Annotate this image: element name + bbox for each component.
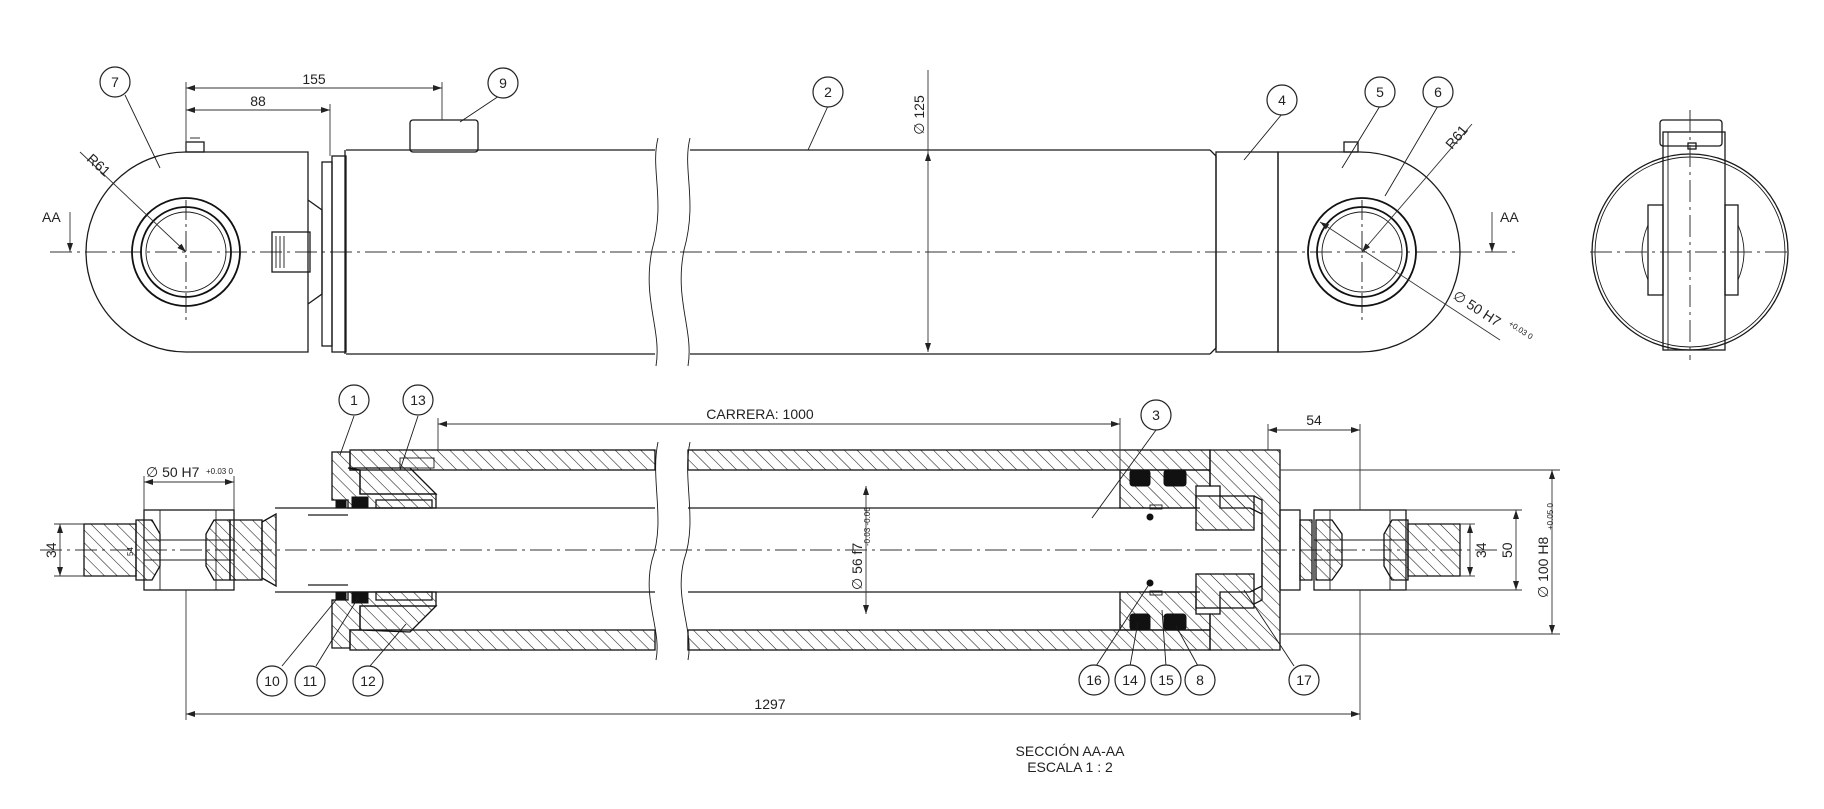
balloon-16: 16 — [1078, 664, 1110, 696]
dim-carrera: CARRERA: 1000 — [706, 406, 814, 422]
svg-text:5: 5 — [1376, 84, 1384, 100]
section-scale: ESCALA 1 : 2 — [1027, 759, 1113, 775]
dim-d100h8: ∅ 100 H8 — [1535, 537, 1551, 598]
right-clevis-outline — [1277, 151, 1461, 353]
svg-text:7: 7 — [111, 74, 119, 90]
svg-text:14: 14 — [1122, 672, 1138, 688]
balloon-8: 8 — [1184, 664, 1216, 696]
balloon-4: 4 — [1266, 84, 1298, 116]
section-title: SECCIÓN AA-AA — [1016, 743, 1126, 759]
balloon-14: 14 — [1114, 664, 1146, 696]
svg-text:10: 10 — [264, 673, 280, 689]
tube-wall-top — [349, 449, 656, 471]
top-view: 155 88 ∅ 125 R61 R61 ∅ 50 H7 +0.03 0 AA … — [42, 70, 1535, 367]
dim-d100h8-tol: +0.05 0 — [1546, 503, 1555, 530]
dim-88: 88 — [250, 93, 266, 109]
dim-d50h7-top-tol: +0.03 0 — [1507, 319, 1535, 342]
svg-text:2: 2 — [824, 84, 832, 100]
dim-34-right: 34 — [1473, 542, 1489, 558]
balloon-7: 7 — [99, 66, 131, 98]
dim-34-left: 34 — [43, 542, 59, 558]
balloons: 7 9 2 4 5 6 1 13 3 10 11 12 16 14 15 8 1… — [99, 66, 1454, 697]
svg-text:3: 3 — [1152, 407, 1160, 423]
balloon-6: 6 — [1422, 76, 1454, 108]
dim-r61-right: R61 — [1442, 122, 1471, 152]
left-clevis-outline — [85, 151, 309, 353]
balloon-3: 3 — [1140, 399, 1172, 431]
dim-155: 155 — [302, 71, 326, 87]
dim-r61-left: R61 — [84, 150, 114, 179]
balloon-13: 13 — [402, 384, 434, 416]
svg-text:17: 17 — [1296, 672, 1312, 688]
dim-d125: ∅ 125 — [911, 95, 927, 135]
svg-text:15: 15 — [1158, 672, 1174, 688]
balloon-17: 17 — [1288, 664, 1320, 696]
svg-text:1: 1 — [350, 392, 358, 408]
piston-nut — [1195, 495, 1255, 531]
balloon-5: 5 — [1364, 76, 1396, 108]
dim-d50h7-sec: ∅ 50 H7 — [146, 464, 200, 480]
dim-54: 54 — [1306, 412, 1322, 428]
end-view — [1590, 110, 1790, 360]
section-mark-left: AA — [42, 209, 61, 225]
svg-text:8: 8 — [1196, 672, 1204, 688]
svg-text:4: 4 — [1278, 92, 1286, 108]
dim-50-right: 50 — [1499, 542, 1515, 558]
svg-text:13: 13 — [410, 392, 426, 408]
dim-d56f7-tol: -0.03 -0.06 — [863, 507, 872, 546]
svg-text:9: 9 — [499, 75, 507, 91]
section-mark-right: AA — [1500, 209, 1519, 225]
section-view: CARRERA: 1000 54 ∅ 50 H7 +0.03 0 34 54 ∅… — [40, 406, 1560, 720]
balloon-9: 9 — [487, 67, 519, 99]
dim-34-left-inner: 54 — [126, 547, 135, 556]
dim-d50h7-sec-tol: +0.03 0 — [206, 467, 233, 476]
balloon-11: 11 — [294, 665, 326, 697]
svg-text:12: 12 — [360, 673, 376, 689]
dim-1297: 1297 — [754, 696, 785, 712]
balloon-15: 15 — [1150, 664, 1182, 696]
svg-text:6: 6 — [1434, 84, 1442, 100]
balloon-12: 12 — [352, 665, 384, 697]
tube-wall-bottom — [349, 629, 656, 651]
dim-d56f7: ∅ 56 f7 — [849, 543, 865, 590]
balloon-1: 1 — [338, 384, 370, 416]
dim-d50h7-top: ∅ 50 H7 — [1450, 287, 1504, 330]
svg-text:11: 11 — [303, 673, 318, 689]
svg-text:16: 16 — [1086, 672, 1102, 688]
balloon-10: 10 — [256, 665, 288, 697]
balloon-2: 2 — [812, 76, 844, 108]
